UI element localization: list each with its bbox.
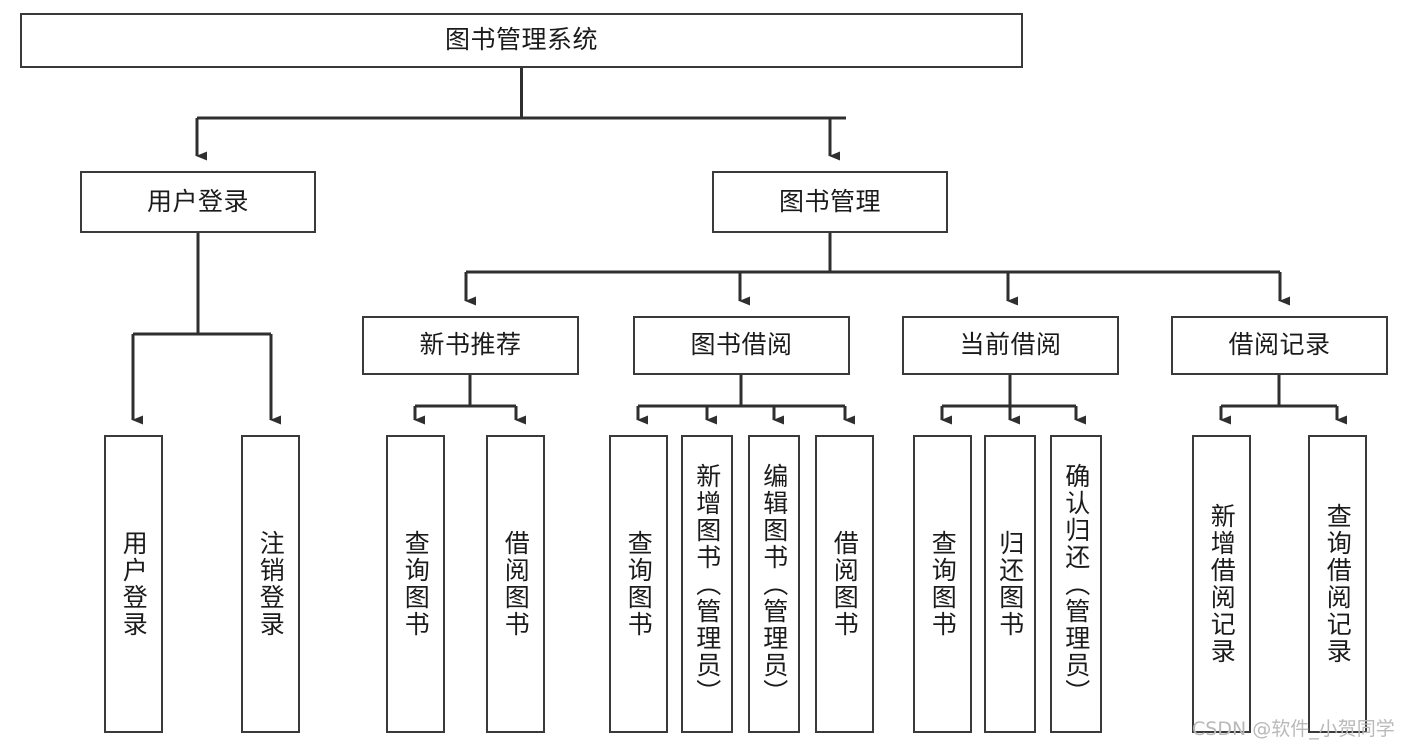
leaf-user-login[interactable]: 用户登录 (104, 435, 163, 733)
leaf-return-book[interactable]: 归还图书 (984, 435, 1036, 733)
node-current-borrow[interactable]: 当前借阅 (902, 316, 1119, 375)
leaf-borrow-book-recommend[interactable]: 借阅图书 (486, 435, 545, 733)
node-label: 图书借阅 (690, 330, 793, 360)
leaf-query-book-borrow[interactable]: 查询图书 (609, 435, 668, 733)
leaf-user-logout[interactable]: 注销登录 (241, 435, 300, 733)
node-label: 用户登录 (146, 186, 249, 216)
node-label: 图书管理 (778, 186, 881, 216)
node-label: 归还图书 (995, 530, 1025, 638)
node-label: 确认归还（管理员） (1061, 462, 1091, 706)
node-book-borrow[interactable]: 图书借阅 (633, 316, 850, 375)
leaf-borrow-book[interactable]: 借阅图书 (815, 435, 874, 733)
node-label: 新增图书（管理员） (692, 462, 722, 706)
leaf-edit-book[interactable]: 编辑图书（管理员） (748, 435, 800, 733)
leaf-add-borrow-record[interactable]: 新增借阅记录 (1192, 435, 1251, 733)
node-label: 注销登录 (256, 530, 286, 638)
node-label: 编辑图书（管理员） (759, 462, 789, 706)
node-label: 当前借阅 (959, 330, 1062, 360)
node-label: 借阅图书 (501, 530, 531, 638)
node-label: 借阅图书 (830, 530, 860, 638)
node-label: 查询图书 (401, 530, 431, 638)
node-label: 查询图书 (928, 530, 958, 638)
node-label: 图书管理系统 (444, 25, 598, 55)
node-label: 新增借阅记录 (1207, 503, 1237, 665)
leaf-query-book-current[interactable]: 查询图书 (913, 435, 972, 733)
node-borrow-record[interactable]: 借阅记录 (1171, 316, 1388, 375)
leaf-confirm-return[interactable]: 确认归还（管理员） (1050, 435, 1102, 733)
leaf-query-book-recommend[interactable]: 查询图书 (386, 435, 445, 733)
node-label: 查询借阅记录 (1323, 503, 1353, 665)
leaf-add-book[interactable]: 新增图书（管理员） (681, 435, 733, 733)
node-new-book-recommend[interactable]: 新书推荐 (362, 316, 579, 375)
csdn-watermark: CSDN @软件_小贺同学 (1192, 718, 1395, 740)
node-label: 查询图书 (624, 530, 654, 638)
node-user-login[interactable]: 用户登录 (80, 171, 316, 233)
node-label: 借阅记录 (1228, 330, 1331, 360)
node-root-system[interactable]: 图书管理系统 (20, 13, 1023, 68)
node-label: 用户登录 (119, 530, 149, 638)
node-book-manage[interactable]: 图书管理 (712, 171, 948, 233)
node-label: 新书推荐 (419, 330, 522, 360)
leaf-query-borrow-record[interactable]: 查询借阅记录 (1308, 435, 1367, 733)
